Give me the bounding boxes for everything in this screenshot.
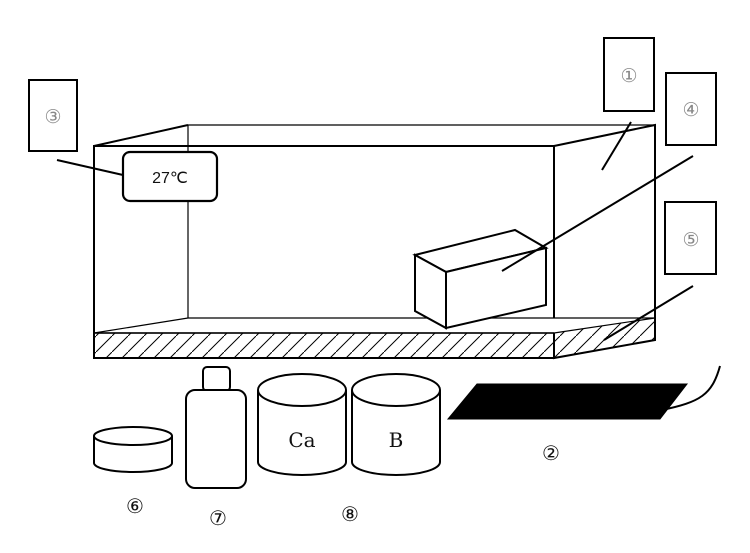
tank-top-left-edge — [93, 124, 189, 147]
label-6-text: ⑥ — [126, 494, 144, 518]
label-8-text: ⑧ — [341, 502, 359, 526]
b-jar-label: B — [389, 428, 404, 452]
heater-pad-cord — [661, 365, 721, 411]
label-box-1: ① — [603, 37, 655, 112]
substrate-front-hatch — [95, 333, 553, 357]
leader-lines — [56, 121, 694, 341]
label-box-4: ④ — [665, 72, 717, 146]
dish-body — [93, 436, 173, 473]
label-1-frame — [603, 37, 655, 112]
label-5-frame — [664, 201, 717, 275]
leader-line-3 — [56, 159, 124, 176]
label-7-text: ⑦ — [209, 506, 227, 530]
label-2-text: ② — [542, 441, 560, 465]
label-3-text: ③ — [44, 106, 61, 128]
shelter-long-face — [445, 246, 547, 330]
b-jar-body — [351, 390, 441, 476]
bottle-cap — [202, 366, 231, 392]
b-jar: B — [351, 373, 441, 476]
ca-jar-lid — [257, 373, 347, 407]
thermometer: 27℃ — [121, 150, 219, 203]
label-3-frame — [28, 79, 78, 152]
b-jar-lid — [351, 373, 441, 407]
ca-jar-label: Ca — [288, 428, 315, 452]
substrate — [93, 317, 656, 357]
bottle-body — [185, 389, 247, 489]
leader-line-5 — [603, 285, 694, 341]
label-box-5: ⑤ — [664, 201, 717, 275]
thermometer-frame — [121, 150, 219, 203]
food-dish: ⑥ — [93, 426, 173, 518]
substrate-side-hatch — [555, 318, 654, 357]
label-1-text: ① — [620, 65, 637, 87]
heater-pad: ② — [446, 365, 721, 465]
leader-line-4 — [501, 155, 694, 272]
heater-pad-body — [446, 383, 689, 420]
leader-line-1 — [601, 121, 632, 171]
calcium-jar: Ca — [257, 373, 347, 476]
ca-jar-body — [257, 390, 347, 476]
supplement-bottle: ⑦ — [185, 366, 247, 530]
label-4-frame — [665, 72, 717, 146]
thermometer-reading: 27℃ — [152, 170, 188, 187]
shelter-box — [412, 228, 549, 330]
label-box-3: ③ — [28, 79, 78, 152]
dish-rim — [93, 426, 173, 446]
label-4-text: ④ — [682, 99, 699, 121]
tank-side-face — [553, 123, 656, 360]
label-5-text: ⑤ — [682, 229, 699, 251]
